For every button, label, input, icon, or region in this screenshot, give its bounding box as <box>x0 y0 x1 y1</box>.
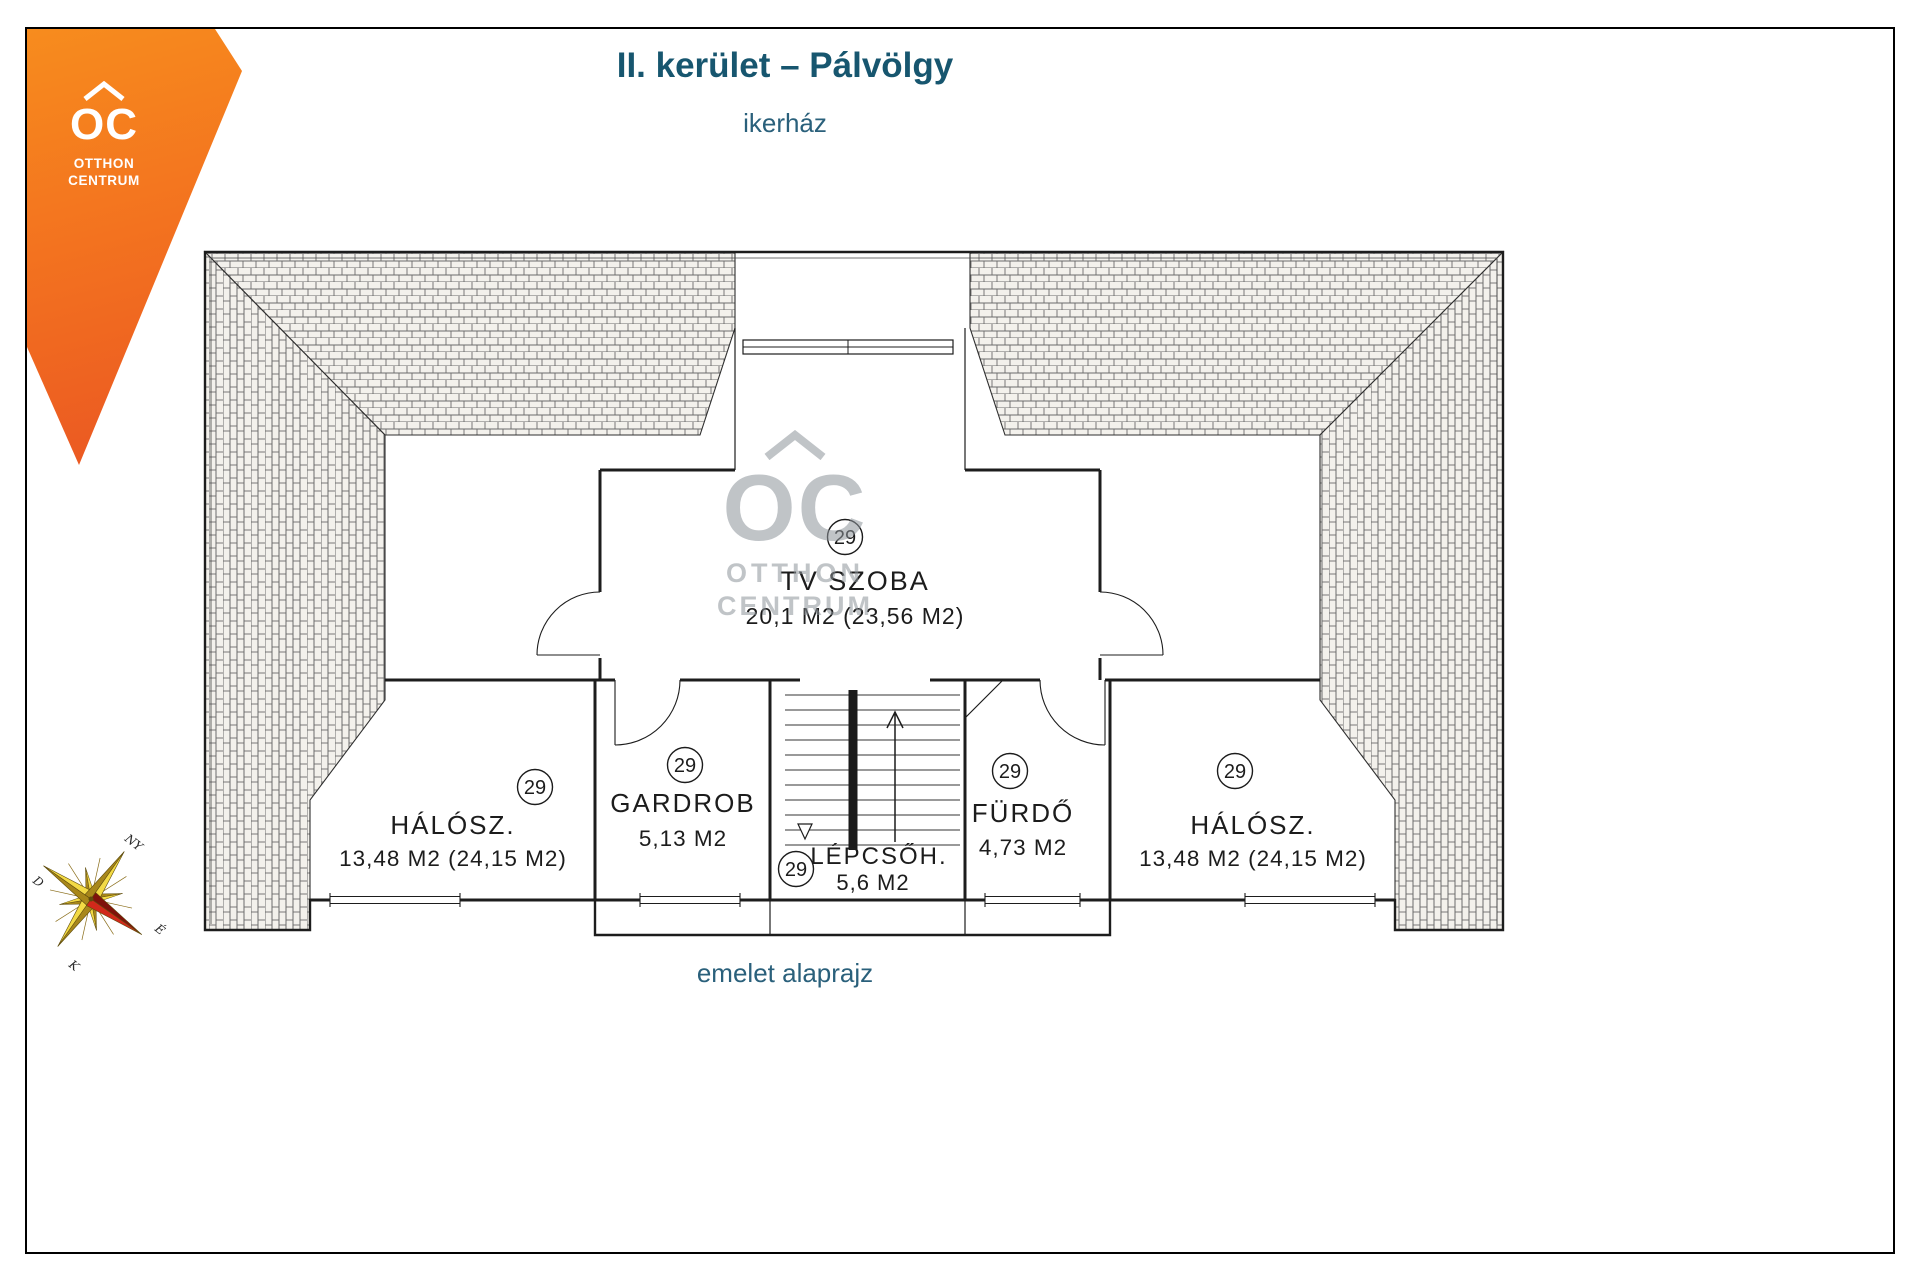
plan-caption: emelet alaprajz <box>696 958 874 988</box>
plan-outline-inner <box>210 257 1498 924</box>
window <box>329 893 461 907</box>
room-labels: TV SZOBA 20,1 M2 (23,56 M2) HÁLÓSZ. 13,4… <box>339 566 1367 895</box>
compass-label-e: É <box>151 920 168 938</box>
roof-hatch <box>203 250 1505 931</box>
stair-treads <box>785 694 960 846</box>
window <box>1244 893 1376 907</box>
logo-abbr: OC <box>70 100 138 149</box>
window <box>639 893 741 907</box>
room-furdo-label: FÜRDŐ <box>972 798 1074 828</box>
svg-text:29: 29 <box>524 777 546 799</box>
room-lepcsohaz-label: LÉPCSŐH. <box>810 843 947 870</box>
room-gardrob-label: GARDROB <box>610 788 755 818</box>
dormer-window <box>742 339 954 355</box>
logo-roof-icon <box>83 81 125 101</box>
door-arc-tv-left <box>536 591 601 656</box>
compass-label-d: D <box>29 873 46 891</box>
room-halosz-right-area: 13,48 M2 (24,15 M2) <box>1139 846 1367 871</box>
page-subtitle: ikerház <box>743 108 827 138</box>
room-halosz-right-label: HÁLÓSZ. <box>1190 810 1315 840</box>
unit-badge: 29 <box>991 752 1029 790</box>
unit-badge: 29 <box>1216 752 1254 790</box>
room-furdo-area: 4,73 M2 <box>979 835 1067 860</box>
compass-label-ny: NY <box>121 831 146 855</box>
brand-lockup: OC OTTHON CENTRUM <box>61 81 147 190</box>
logo-name-line1: OTTHON <box>73 156 135 171</box>
interior-walls <box>310 328 1395 936</box>
floor-plan: TV SZOBA 20,1 M2 (23,56 M2) HÁLÓSZ. 13,4… <box>195 240 1515 940</box>
window <box>984 893 1081 907</box>
svg-text:29: 29 <box>785 859 807 881</box>
door-arc-tv-right <box>1099 591 1164 656</box>
room-gardrob-area: 5,13 M2 <box>639 826 727 851</box>
stair-handrail <box>848 690 858 850</box>
compass-rose: NY D É K <box>29 831 168 975</box>
page-border <box>25 27 1895 1254</box>
svg-text:29: 29 <box>834 527 856 549</box>
room-halosz-left-label: HÁLÓSZ. <box>390 810 515 840</box>
unit-badge: 29 <box>826 518 864 556</box>
room-badges: 29 29 29 29 29 29 <box>516 518 1254 888</box>
svg-text:29: 29 <box>674 755 696 777</box>
stairs <box>785 690 960 850</box>
page-title: II. kerület – Pálvölgy <box>616 46 954 85</box>
room-tv-szoba-area: 20,1 M2 (23,56 M2) <box>746 603 965 629</box>
unit-badge: 29 <box>666 746 704 784</box>
stair-up-arrow <box>886 710 904 842</box>
svg-text:29: 29 <box>999 761 1021 783</box>
compass-center <box>88 896 94 902</box>
room-halosz-left-area: 13,48 M2 (24,15 M2) <box>339 846 567 871</box>
room-tv-szoba-label: TV SZOBA <box>780 566 930 596</box>
logo-name-line2: CENTRUM <box>68 172 140 188</box>
svg-text:29: 29 <box>1224 761 1246 783</box>
room-lepcsohaz-area: 5,6 M2 <box>836 870 909 895</box>
unit-badge: 29 <box>777 850 815 888</box>
unit-badge: 29 <box>516 768 554 806</box>
doors <box>536 591 1164 746</box>
floor-plan-drawing: TV SZOBA 20,1 M2 (23,56 M2) HÁLÓSZ. 13,4… <box>203 250 1505 938</box>
windows <box>329 893 1376 907</box>
door-arc-gardrob <box>614 679 681 746</box>
compass-cardinal-points <box>43 851 142 947</box>
stair-down-marker <box>797 823 813 841</box>
compass-star <box>43 851 142 947</box>
door-arc-furdo <box>1039 679 1106 746</box>
compass-north-needle <box>85 891 142 935</box>
